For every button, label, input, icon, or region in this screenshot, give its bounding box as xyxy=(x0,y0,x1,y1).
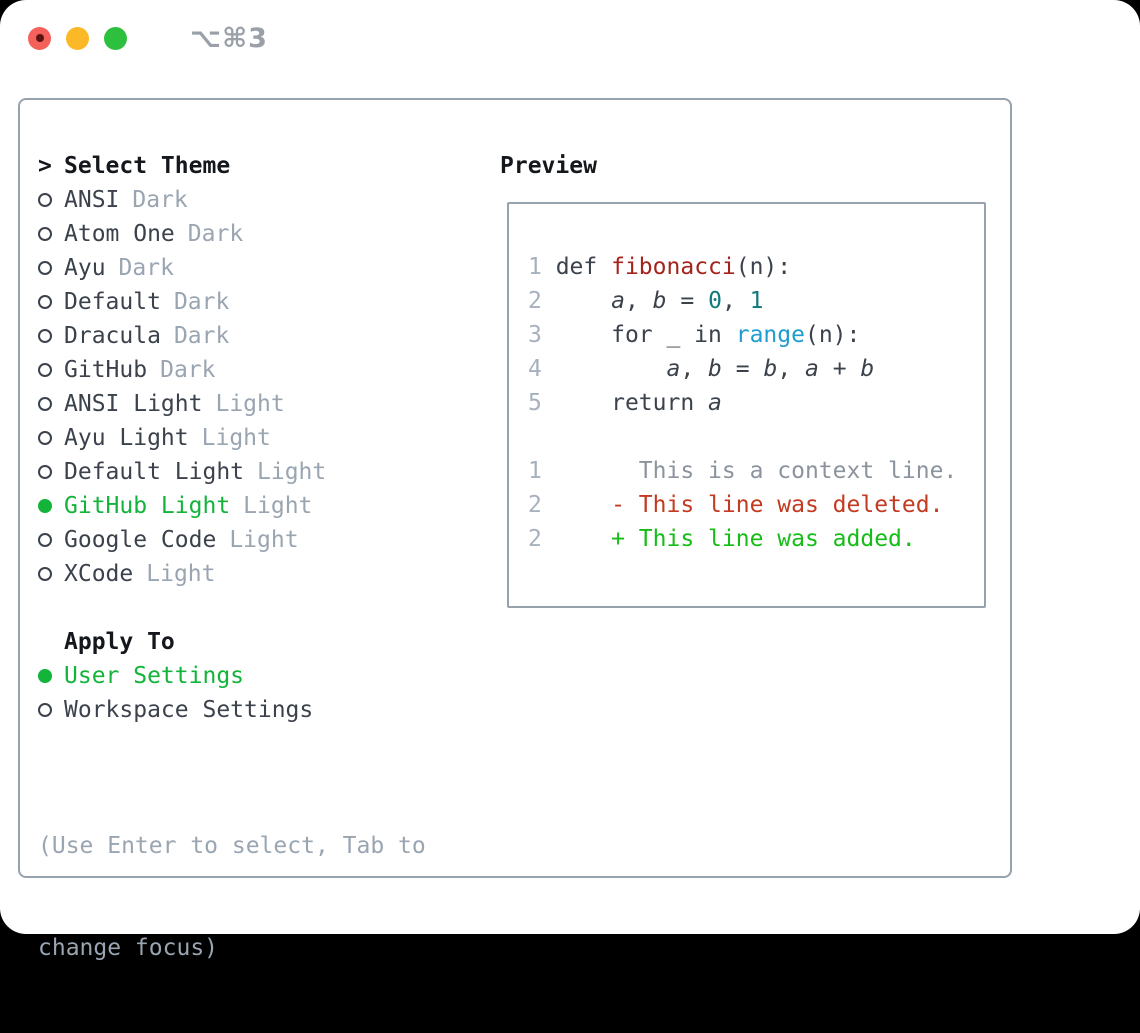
code-line: 2 + This line was added. xyxy=(528,526,916,552)
theme-option-tag: Dark xyxy=(132,187,188,213)
theme-option-label: ANSI xyxy=(64,187,120,213)
hint-line-2: change focus) xyxy=(38,935,219,961)
theme-option-label: XCode xyxy=(64,561,134,587)
radio-icon xyxy=(38,193,52,207)
apply-option[interactable]: Workspace Settings xyxy=(38,693,313,727)
apply-to-title: Apply To xyxy=(64,629,175,655)
radio-icon xyxy=(38,567,52,581)
theme-option-label: Default xyxy=(64,289,161,315)
radio-icon xyxy=(38,329,52,343)
apply-option-label: Workspace Settings xyxy=(64,697,314,723)
radio-icon xyxy=(38,397,52,411)
radio-icon xyxy=(38,363,52,377)
theme-option-label: Ayu xyxy=(64,255,106,281)
apply-option-label: User Settings xyxy=(64,663,245,689)
theme-option-tag: Light xyxy=(201,425,271,451)
code-line: 4 a, b = b, a + b xyxy=(528,356,875,382)
theme-picker-title: Select Theme xyxy=(64,153,231,179)
preview-code: 1 def fibonacci(n): 2 a, b = 0, 1 3 for _ … xyxy=(509,204,984,556)
theme-option[interactable]: GitHub Light Light xyxy=(38,489,326,523)
radio-icon xyxy=(38,431,52,445)
theme-option[interactable]: GitHub Dark xyxy=(38,353,326,387)
radio-selected-icon xyxy=(38,499,52,513)
radio-icon xyxy=(38,465,52,479)
code-line: 1 This is a context line. xyxy=(528,458,958,484)
theme-option[interactable]: Ayu Light Light xyxy=(38,421,326,455)
theme-option[interactable]: ANSI Light Light xyxy=(38,387,326,421)
theme-option-tag: Light xyxy=(243,493,313,519)
code-line xyxy=(528,420,984,454)
theme-option[interactable]: XCode Light xyxy=(38,557,326,591)
theme-option-tag: Dark xyxy=(187,221,244,247)
window-shortcut-label: ⌥⌘3 xyxy=(190,22,268,54)
theme-option[interactable]: Dracula Dark xyxy=(38,319,326,353)
preview-title: Preview xyxy=(500,153,597,179)
theme-option[interactable]: Google Code Light xyxy=(38,523,326,557)
code-line: 5 return a xyxy=(528,390,722,416)
theme-option-label: Dracula xyxy=(64,323,161,349)
radio-icon xyxy=(38,533,52,547)
theme-option-tag: Dark xyxy=(160,357,216,383)
theme-option-tag: Dark xyxy=(173,289,230,315)
theme-option-label: Default Light xyxy=(64,459,245,485)
theme-option-label: Ayu Light xyxy=(64,425,189,451)
theme-option-label: GitHub xyxy=(64,357,148,383)
theme-option-label: Atom One xyxy=(64,221,175,247)
radio-icon xyxy=(38,295,52,309)
radio-icon xyxy=(38,261,52,275)
close-button-dot-icon xyxy=(35,34,44,42)
apply-option[interactable]: User Settings xyxy=(38,659,313,693)
theme-option-tag: Dark xyxy=(118,255,174,281)
theme-option-tag: Light xyxy=(229,527,299,553)
radio-selected-icon xyxy=(38,669,52,683)
theme-option-tag: Light xyxy=(257,459,327,485)
code-line: 1 def fibonacci(n): xyxy=(528,254,792,280)
window-titlebar: ⌥⌘3 xyxy=(28,23,268,54)
theme-option-label: Google Code xyxy=(64,527,217,553)
code-line: 3 for _ in range(n): xyxy=(528,322,861,348)
theme-option-label: GitHub Light xyxy=(64,493,231,519)
apply-to-header: Apply To xyxy=(38,625,175,659)
theme-option-tag: Dark xyxy=(173,323,230,349)
code-line: 2 a, b = 0, 1 xyxy=(528,288,764,314)
theme-option[interactable]: Ayu Dark xyxy=(38,251,326,285)
theme-option-label: ANSI Light xyxy=(64,391,203,417)
theme-picker-header: > Select Theme xyxy=(38,149,230,183)
theme-option[interactable]: Default Light Light xyxy=(38,455,326,489)
preview-box: 1 def fibonacci(n): 2 a, b = 0, 1 3 for _ … xyxy=(507,202,986,608)
radio-icon xyxy=(38,703,52,717)
zoom-button[interactable] xyxy=(104,26,127,50)
radio-icon xyxy=(38,227,52,241)
hint-text: (Use Enter to select, Tab to change focu… xyxy=(38,761,426,1033)
code-line: 2 - This line was deleted. xyxy=(528,492,944,518)
theme-option[interactable]: Default Dark xyxy=(38,285,326,319)
theme-option[interactable]: Atom One Dark xyxy=(38,217,326,251)
minimize-button[interactable] xyxy=(66,26,89,50)
theme-option-tag: Light xyxy=(215,391,285,417)
hint-line-1: (Use Enter to select, Tab to xyxy=(38,833,426,859)
theme-option-tag: Light xyxy=(146,561,216,587)
close-button[interactable] xyxy=(28,26,51,50)
selector-caret-icon: > xyxy=(38,153,52,179)
theme-option[interactable]: ANSI Dark xyxy=(38,183,326,217)
